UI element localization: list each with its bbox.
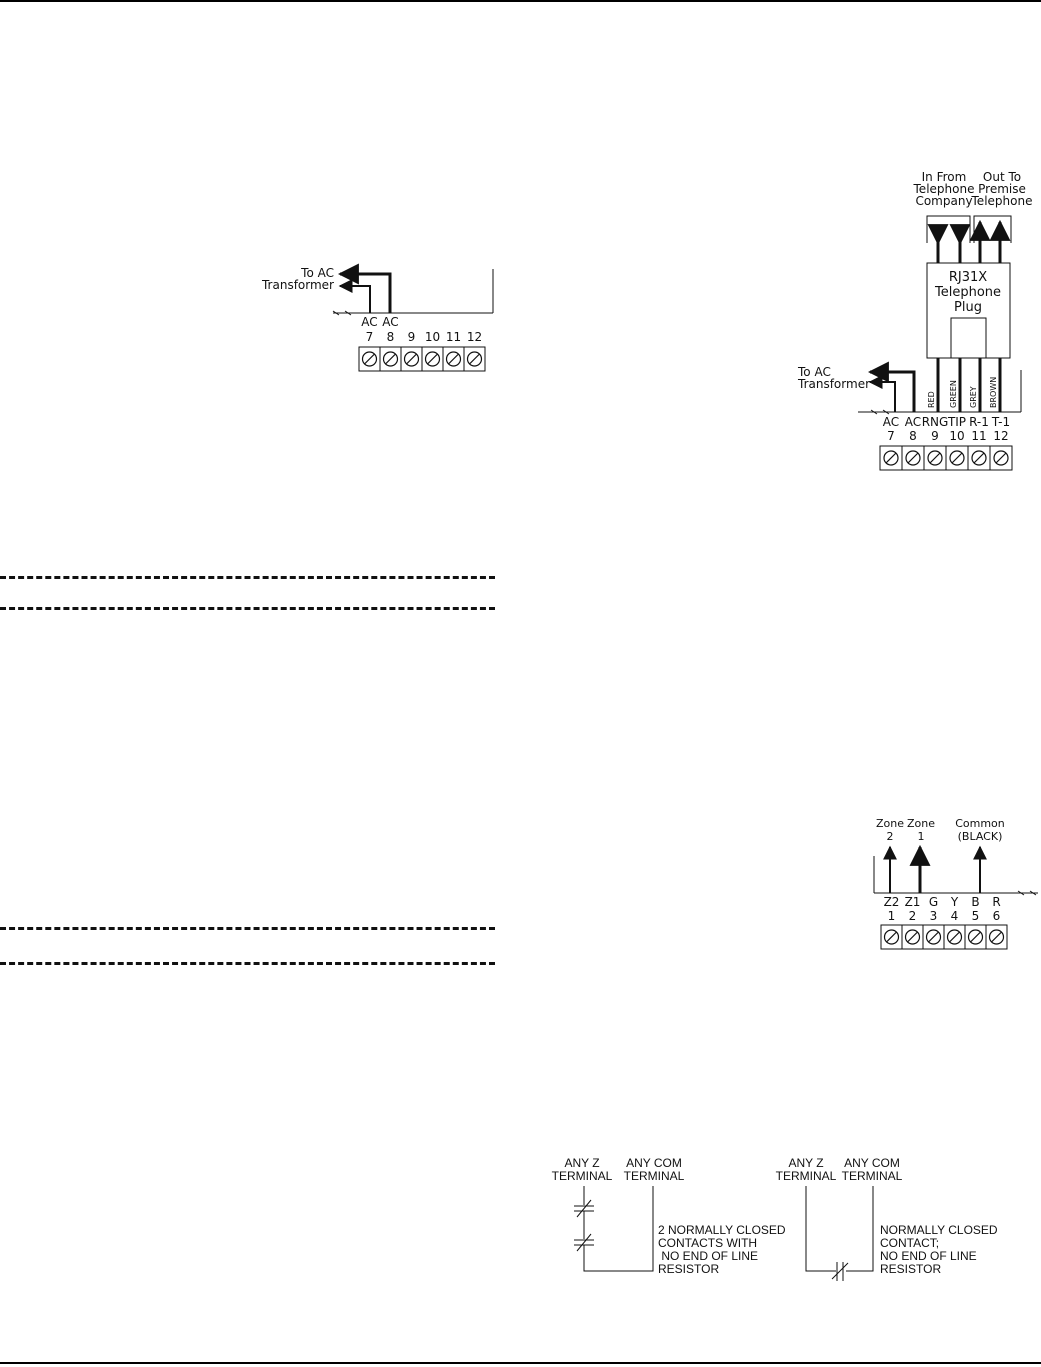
com-terminal-label: TERMINAL <box>842 1169 903 1183</box>
z-terminal-label: TERMINAL <box>552 1169 613 1183</box>
contact-loop <box>583 1186 654 1272</box>
terminal-label: G <box>929 895 938 909</box>
terminal-label: AC <box>382 315 398 329</box>
common-label: (BLACK) <box>958 830 1003 843</box>
plug-jack <box>950 317 987 359</box>
common-label: Common <box>955 817 1005 830</box>
contact-note: CONTACTS WITH <box>658 1236 757 1250</box>
out-to-label: Telephone <box>971 194 1033 208</box>
zone1-label: 1 <box>918 830 925 843</box>
wire-color-label: GREEN <box>949 380 958 408</box>
plug-label: Plug <box>954 300 982 315</box>
terminal-label: AC <box>883 415 899 429</box>
dotted-separator <box>0 962 495 965</box>
com-terminal-label: TERMINAL <box>624 1169 685 1183</box>
ac-wire <box>868 375 896 412</box>
z-terminal-label: ANY Z <box>788 1156 823 1170</box>
ac-label: Transformer <box>261 278 334 292</box>
terminal-number: 7 <box>887 429 895 443</box>
ac-label: Transformer <box>797 377 870 391</box>
contact-note: NORMALLY CLOSED <box>880 1223 998 1237</box>
contact-symbol <box>572 1233 596 1252</box>
com-terminal-label: ANY COM <box>844 1156 900 1170</box>
z-terminal-label: ANY Z <box>564 1156 599 1170</box>
terminal-label: RNG <box>922 415 949 429</box>
zone1-label: Zone <box>907 817 935 830</box>
telephone-plug-diagram: In From Telephone Company Out To Premise… <box>797 170 1033 471</box>
contact-symbol <box>831 1262 849 1281</box>
wire-color-label: RED <box>927 391 936 408</box>
contact-note: NO END OF LINE <box>658 1249 758 1263</box>
terminal-number: 9 <box>408 330 416 344</box>
top-rule <box>0 0 1041 2</box>
terminal-number: 12 <box>993 429 1008 443</box>
terminal-number: 9 <box>931 429 939 443</box>
terminal-label: R <box>992 895 1000 909</box>
terminal-label: T-1 <box>991 415 1010 429</box>
contact-note: RESISTOR <box>658 1262 719 1276</box>
out-to-label: Premise <box>978 182 1026 196</box>
terminal-number: 2 <box>909 909 917 923</box>
plug-label: RJ31X <box>949 270 987 285</box>
terminal-number: 1 <box>888 909 896 923</box>
contact-note: CONTACT; <box>880 1236 939 1250</box>
terminal-number: 11 <box>446 330 461 344</box>
in-from-label: Telephone <box>913 182 975 196</box>
break-mark <box>1017 890 1037 896</box>
zone2-label: Zone <box>876 817 904 830</box>
terminal-number: 6 <box>993 909 1001 923</box>
terminal-number: 7 <box>366 330 374 344</box>
in-from-label: Company <box>915 194 972 208</box>
terminal-number: 11 <box>971 429 986 443</box>
terminal-label: B <box>971 895 979 909</box>
terminal-label: TIP <box>947 415 966 429</box>
terminal-number: 10 <box>949 429 964 443</box>
terminal-number: 12 <box>467 330 482 344</box>
ac-wire <box>337 263 392 313</box>
wire-color-label: GREY <box>969 386 978 408</box>
ac-wire <box>338 279 371 313</box>
contact-wiring-diagram: ANY Z TERMINAL ANY COM TERMINAL 2 NORMAL… <box>552 1156 998 1281</box>
plug-label: Telephone <box>934 285 1001 300</box>
com-terminal-label: ANY COM <box>626 1156 682 1170</box>
contact-note: NO END OF LINE <box>880 1249 977 1263</box>
zone2-label: 2 <box>887 830 894 843</box>
terminal-label: AC <box>905 415 921 429</box>
bottom-rule <box>0 1362 1041 1364</box>
terminal-label: Z1 <box>905 895 921 909</box>
ac-label: To AC <box>797 365 831 379</box>
dotted-separator <box>0 576 495 579</box>
ac-wire <box>867 361 916 412</box>
contact-symbol <box>572 1199 596 1218</box>
contact-note: RESISTOR <box>880 1262 941 1276</box>
out-to-label: Out To <box>983 170 1021 184</box>
contact-note: 2 NORMALLY CLOSED <box>658 1223 786 1237</box>
terminal-number: 3 <box>930 909 938 923</box>
wire-color-label: BROWN <box>989 377 998 408</box>
terminal-number: 8 <box>387 330 395 344</box>
terminal-number: 5 <box>972 909 980 923</box>
terminal-number: 10 <box>425 330 440 344</box>
dotted-separator <box>0 927 495 930</box>
zone-wiring-diagram: Zone 2 Zone 1 Common (BLACK) Z21Z12G3Y4B… <box>873 817 1038 950</box>
contact-loop <box>805 1186 874 1272</box>
in-from-label: In From <box>922 170 967 184</box>
terminal-label: Y <box>950 895 959 909</box>
ac-label: To AC <box>300 266 334 280</box>
terminal-label: AC <box>361 315 377 329</box>
dotted-separator <box>0 607 495 610</box>
terminal-label: R-1 <box>969 415 989 429</box>
z-terminal-label: TERMINAL <box>776 1169 837 1183</box>
break-mark <box>332 310 352 316</box>
terminal-number: 8 <box>909 429 917 443</box>
terminal-number: 4 <box>951 909 959 923</box>
break-mark <box>870 409 890 415</box>
terminal-label: Z2 <box>884 895 900 909</box>
